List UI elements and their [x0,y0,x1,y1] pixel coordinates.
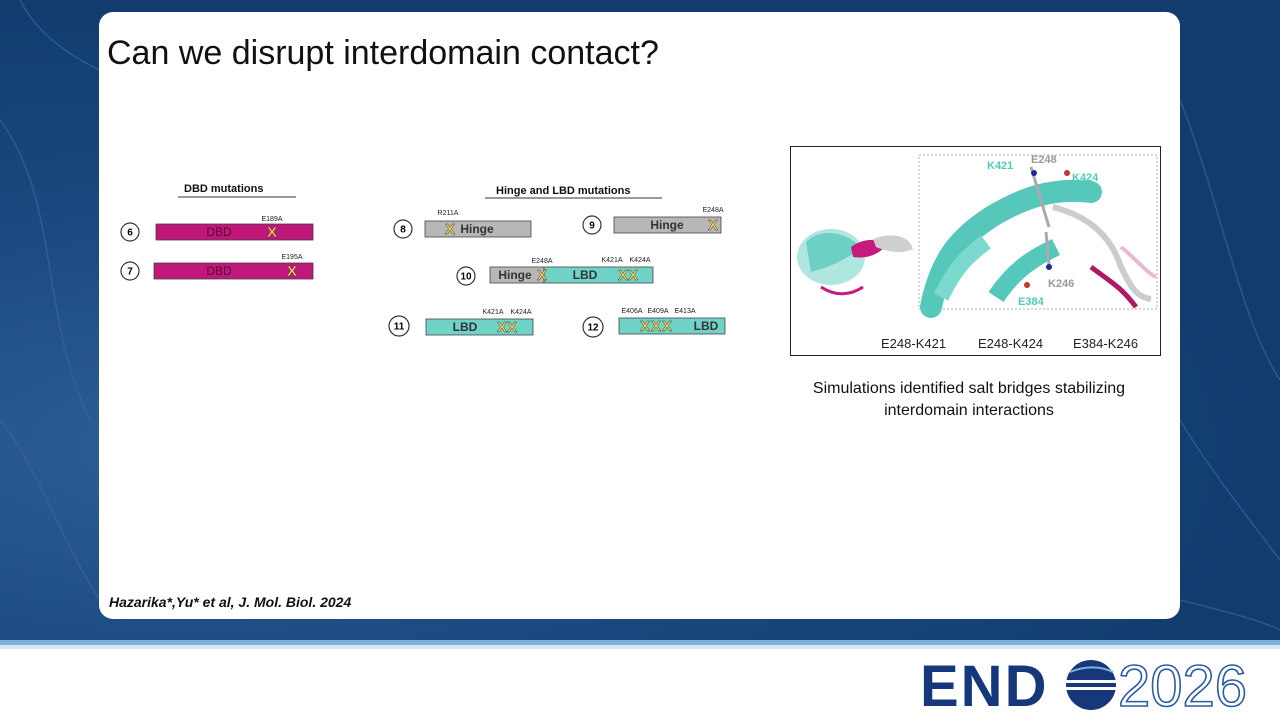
endo-2026-logo: END 2026 [920,654,1248,716]
construct-7: 7 DBD E195A X [120,254,314,281]
domain-label: LBD [694,319,719,333]
mutation-x-mark: X [287,263,297,280]
protein-structure-panel: K421 E248 K424 K246 E384 E248-K421 E248-… [790,146,1161,356]
mutation-x-mark: X [618,267,628,284]
construct-number-badge [456,266,476,286]
salt-bridge-label: E248-K424 [978,336,1043,351]
domain-label: DBD [206,225,232,239]
construct-number: 8 [400,225,406,236]
residue-label: K246 [1048,278,1074,290]
salt-bridge-label: E248-K421 [881,336,946,351]
mutation-x-mark: X [537,267,547,284]
construct-10: 10 Hinge LBD E248A K421A K424A X X X [456,257,654,286]
hinge-lbd-heading: Hinge and LBD mutations [496,185,630,197]
domain-label: Hinge [460,222,494,236]
protein-overview-image [797,229,913,296]
residue-label: K421 [987,160,1013,172]
mutation-x-mark: X [662,318,672,335]
construct-number: 10 [460,272,472,283]
mutation-label: E248A [531,258,552,265]
domain-label: Hinge [650,218,684,232]
dbd-domain-bar [155,223,314,241]
background-vein-pattern [0,0,1280,631]
lbd-domain-bar [543,266,654,284]
mutation-label: K424A [629,257,650,264]
mutation-label: E413A [674,308,695,315]
mutation-x-mark: X [651,318,661,335]
slide-title: Can we disrupt interdomain contact? [107,34,659,72]
domain-label: DBD [206,264,232,278]
construct-number-badge [120,261,140,281]
construct-number-badge [582,215,602,235]
mutation-label: E195A [281,254,302,261]
mutation-x-mark: X [640,318,650,335]
structure-caption: Simulations identified salt bridges stab… [779,378,1159,422]
construct-9: 9 Hinge E248A X [582,207,724,235]
mutation-label: E189A [261,216,282,223]
residue-label: E384 [1018,296,1045,308]
logo-globe-icon [1060,660,1122,710]
construct-11: 11 LBD K421A K424A X X [388,309,534,337]
caption-line-2: interdomain interactions [884,402,1054,419]
domain-label: LBD [573,268,598,282]
mutation-label: K424A [510,309,531,316]
mutation-label: R211A [438,210,459,217]
lbd-domain-bar [618,317,726,335]
footer-accent-stripe [0,640,1280,645]
mutation-constructs-figure: DBD mutations 6 DBD E189A X 7 DBD E195A … [120,183,726,338]
construct-number-badge [582,316,604,338]
mutation-x-mark: X [708,217,718,234]
domain-label: Hinge [498,268,532,282]
construct-number: 11 [394,322,405,333]
mutation-label: K421A [482,309,503,316]
construct-number-badge [120,222,140,242]
mutation-x-mark: X [628,267,638,284]
construct-6: 6 DBD E189A X [120,216,314,242]
caption-line-1: Simulations identified salt bridges stab… [812,380,1126,397]
construct-number: 12 [587,323,599,334]
mutation-label: E406A [621,308,642,315]
residue-label: E248 [1031,154,1057,166]
dbd-domain-bar [153,262,314,280]
zoomed-helix-image [920,166,1157,318]
logo-year-text: 2026 [1118,654,1247,716]
mutation-x-mark: X [267,224,277,241]
dbd-heading: DBD mutations [184,183,263,195]
citation: Hazarika*,Yu* et al, J. Mol. Biol. 2024 [109,594,352,610]
construct-8: 8 Hinge R211A X [393,210,532,239]
mutation-label: E409A [647,308,668,315]
mutation-label: E248A [702,207,723,214]
mutation-label: K421A [601,257,622,264]
hinge-domain-bar [613,216,722,234]
residue-label: K424 [1072,172,1099,184]
slide-card: Can we disrupt interdomain contact? DBD … [99,12,1180,619]
construct-number: 7 [127,267,133,278]
hinge-domain-bar [424,220,532,238]
construct-number: 6 [127,228,133,239]
domain-label: LBD [453,320,478,334]
construct-number: 9 [589,221,595,232]
construct-12: 12 LBD E406A E409A E413A X X X [582,308,726,338]
mutation-x-mark: X [497,319,507,336]
construct-number-badge [393,219,413,239]
logo-end-text: END [920,654,1048,716]
footer-accent-stripe-light [0,645,1280,649]
mutation-x-mark: X [507,319,517,336]
mutation-x-mark: X [445,221,455,238]
structure-illustration: K421 E248 K424 K246 E384 E248-K421 E248-… [797,154,1158,351]
lbd-domain-bar [425,318,534,336]
salt-bridge-label: E384-K246 [1073,336,1138,351]
construct-number-badge [388,315,410,337]
